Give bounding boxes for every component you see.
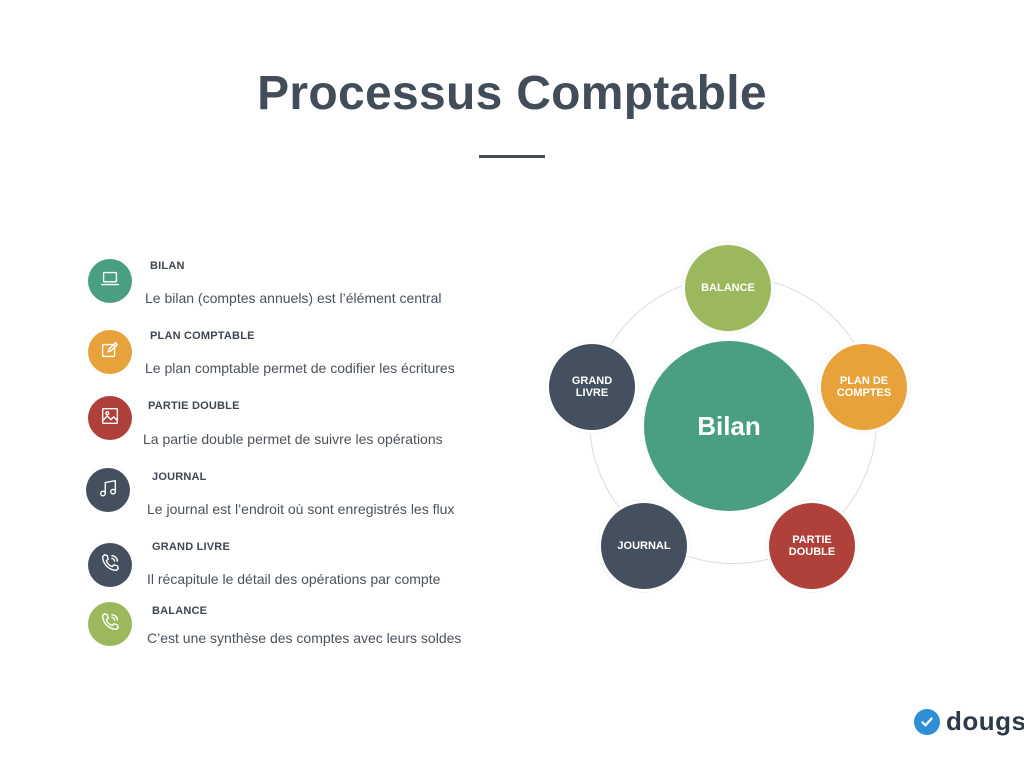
laptop-icon: [99, 268, 121, 295]
list-item-title: JOURNAL: [152, 471, 207, 483]
music-note-icon: [97, 477, 119, 504]
list-item-title: BALANCE: [152, 605, 208, 617]
page-title: Processus Comptable: [257, 67, 767, 120]
node-label: JOURNAL: [617, 540, 671, 552]
brand-logo: dougs: [914, 706, 1024, 737]
node-plan-de-comptes: PLAN DE COMPTES: [818, 341, 910, 433]
grand-livre-icon-badge: [88, 543, 132, 587]
title-underline: [479, 155, 545, 158]
list-item-title: GRAND LIVRE: [152, 541, 230, 553]
center-node: Bilan: [644, 341, 814, 511]
list-item-title: PLAN COMPTABLE: [150, 330, 255, 342]
node-grand-livre: GRAND LIVRE: [546, 341, 638, 433]
plan-comptable-icon-badge: [88, 330, 132, 374]
partie-double-icon-badge: [88, 396, 132, 440]
bilan-icon-badge: [88, 259, 132, 303]
phone-icon: [99, 552, 121, 579]
balance-icon-badge: [88, 602, 132, 646]
node-balance: BALANCE: [682, 242, 774, 334]
list-item-description: Il récapitule le détail des opérations p…: [147, 571, 441, 587]
list-item-title: PARTIE DOUBLE: [148, 400, 240, 412]
node-label: GRAND LIVRE: [571, 375, 613, 399]
node-journal: JOURNAL: [598, 500, 690, 592]
node-label: PARTIE DOUBLE: [788, 534, 836, 558]
list-item-description: La partie double permet de suivre les op…: [143, 431, 443, 447]
list-item-description: Le journal est l’endroit où sont enregis…: [147, 501, 455, 517]
image-icon: [99, 405, 121, 432]
node-partie-double: PARTIE DOUBLE: [766, 500, 858, 592]
node-label: BALANCE: [701, 282, 755, 294]
list-item-description: Le bilan (comptes annuels) est l’élément…: [145, 290, 442, 306]
edit-icon: [99, 339, 121, 366]
node-label: PLAN DE COMPTES: [836, 375, 892, 399]
brand-name: dougs: [946, 706, 1024, 736]
checkmark-icon: [914, 708, 940, 735]
list-item-description: C’est une synthèse des comptes avec leur…: [147, 630, 462, 646]
phone-icon: [99, 611, 121, 638]
list-item-title: BILAN: [150, 260, 185, 272]
journal-icon-badge: [86, 468, 130, 512]
list-item-description: Le plan comptable permet de codifier les…: [145, 360, 455, 376]
